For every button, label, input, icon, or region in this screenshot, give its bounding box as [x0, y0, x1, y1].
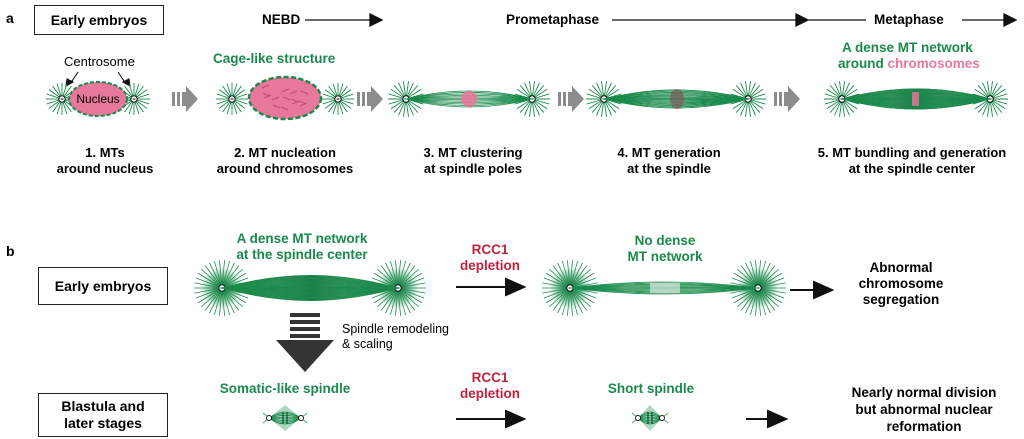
step-4-label: 4. MT generation at the spindle [617, 145, 721, 176]
stage-5-bundling [824, 81, 1008, 117]
dense-chromosomes-word: chromosomes [887, 56, 980, 71]
early-embryos-box-a: Early embryos [34, 5, 164, 35]
step-3-label: 3. MT clustering at spindle poles [423, 145, 523, 176]
rcc1-bottom-label: RCC1 depletion [460, 370, 520, 401]
stage-3-clustering [388, 81, 550, 117]
remodeling-label: Spindle remodeling & scaling [342, 322, 450, 351]
early-dense-spindle [194, 260, 426, 316]
short-spindle-label: Short spindle [607, 381, 695, 396]
nucleus-label: Nucleus [76, 92, 119, 106]
panel-b-letter: b [6, 243, 15, 259]
step-1-label: 1. MTs around nucleus [56, 145, 154, 176]
stage-1-mts-around-nucleus: Nucleus [46, 81, 150, 117]
dense-around-word: around [838, 56, 884, 71]
rcc1-top-label: RCC1 depletion [460, 242, 520, 273]
step-2-label: 2. MT nucleation around chromosomes [216, 145, 354, 176]
somatic-spindle-label: Somatic-like spindle [219, 381, 351, 396]
dense-network-label-line1: A dense MT network [842, 40, 973, 55]
no-dense-label: No dense MT network [627, 233, 703, 264]
stage-block-arrows [172, 86, 800, 112]
remodeling-arrow [276, 313, 334, 372]
nucleus [68, 81, 128, 117]
early-embryos-box-b: Early embryos [38, 267, 168, 305]
abnormal-segregation-label: Abnormal chromosome segregation [858, 260, 944, 307]
stage-4-generation [586, 81, 766, 117]
dense-network-label-line2: around chromosomes [838, 56, 980, 71]
centrosome-pointers [65, 71, 131, 88]
nearly-normal-label: Nearly normal division but abnormal nucl… [851, 385, 997, 434]
panel-a-letter: a [6, 10, 14, 26]
short-spindle [631, 405, 669, 431]
cage-label: Cage-like structure [213, 51, 336, 66]
phase-prometaphase: Prometaphase [506, 12, 600, 27]
panel-b-arrows [456, 277, 835, 429]
somatic-spindle [262, 405, 308, 431]
early-no-dense-spindle [542, 260, 786, 316]
timeline-arrows [305, 12, 1018, 28]
phase-nebd: NEBD [262, 12, 301, 27]
centrosome-label: Centrosome [64, 54, 135, 69]
phase-metaphase: Metaphase [874, 12, 944, 27]
stage-2-cage [216, 75, 354, 121]
dense-center-label: A dense MT network at the spindle center [236, 231, 368, 262]
step-5-label: 5. MT bundling and generation at the spi… [817, 145, 1007, 176]
blastula-box: Blastula and later stages [38, 393, 168, 437]
